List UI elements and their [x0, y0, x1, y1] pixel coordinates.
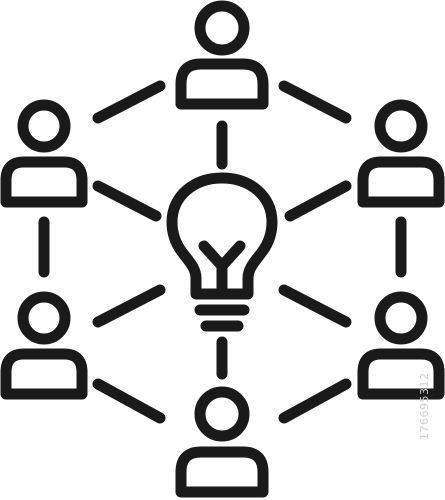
person-lower-right-icon: [357, 291, 445, 400]
center-spokes: [92, 120, 352, 380]
connector-top-upper-left: [92, 80, 166, 124]
connector-lower-left-bottom: [92, 378, 166, 424]
spoke-upper-left: [92, 180, 162, 222]
watermark-id: 176695312: [418, 372, 431, 441]
person-top-icon: [175, 0, 269, 110]
person-upper-right-icon: [357, 99, 445, 208]
person-lower-left-icon: [0, 291, 88, 400]
lightbulb-filament: [198, 240, 246, 300]
spoke-lower-left: [92, 284, 166, 328]
person-upper-left-icon: [0, 99, 88, 208]
lightbulb-glass: [166, 172, 278, 300]
outer-connectors: [38, 80, 407, 424]
connector-top-upper-right: [278, 80, 352, 124]
spoke-lower-right: [278, 284, 352, 328]
person-bottom-icon: [175, 386, 269, 498]
lightbulb-icon: [166, 172, 278, 332]
connector-lower-right-bottom: [278, 378, 352, 424]
spoke-upper-right: [284, 180, 352, 222]
